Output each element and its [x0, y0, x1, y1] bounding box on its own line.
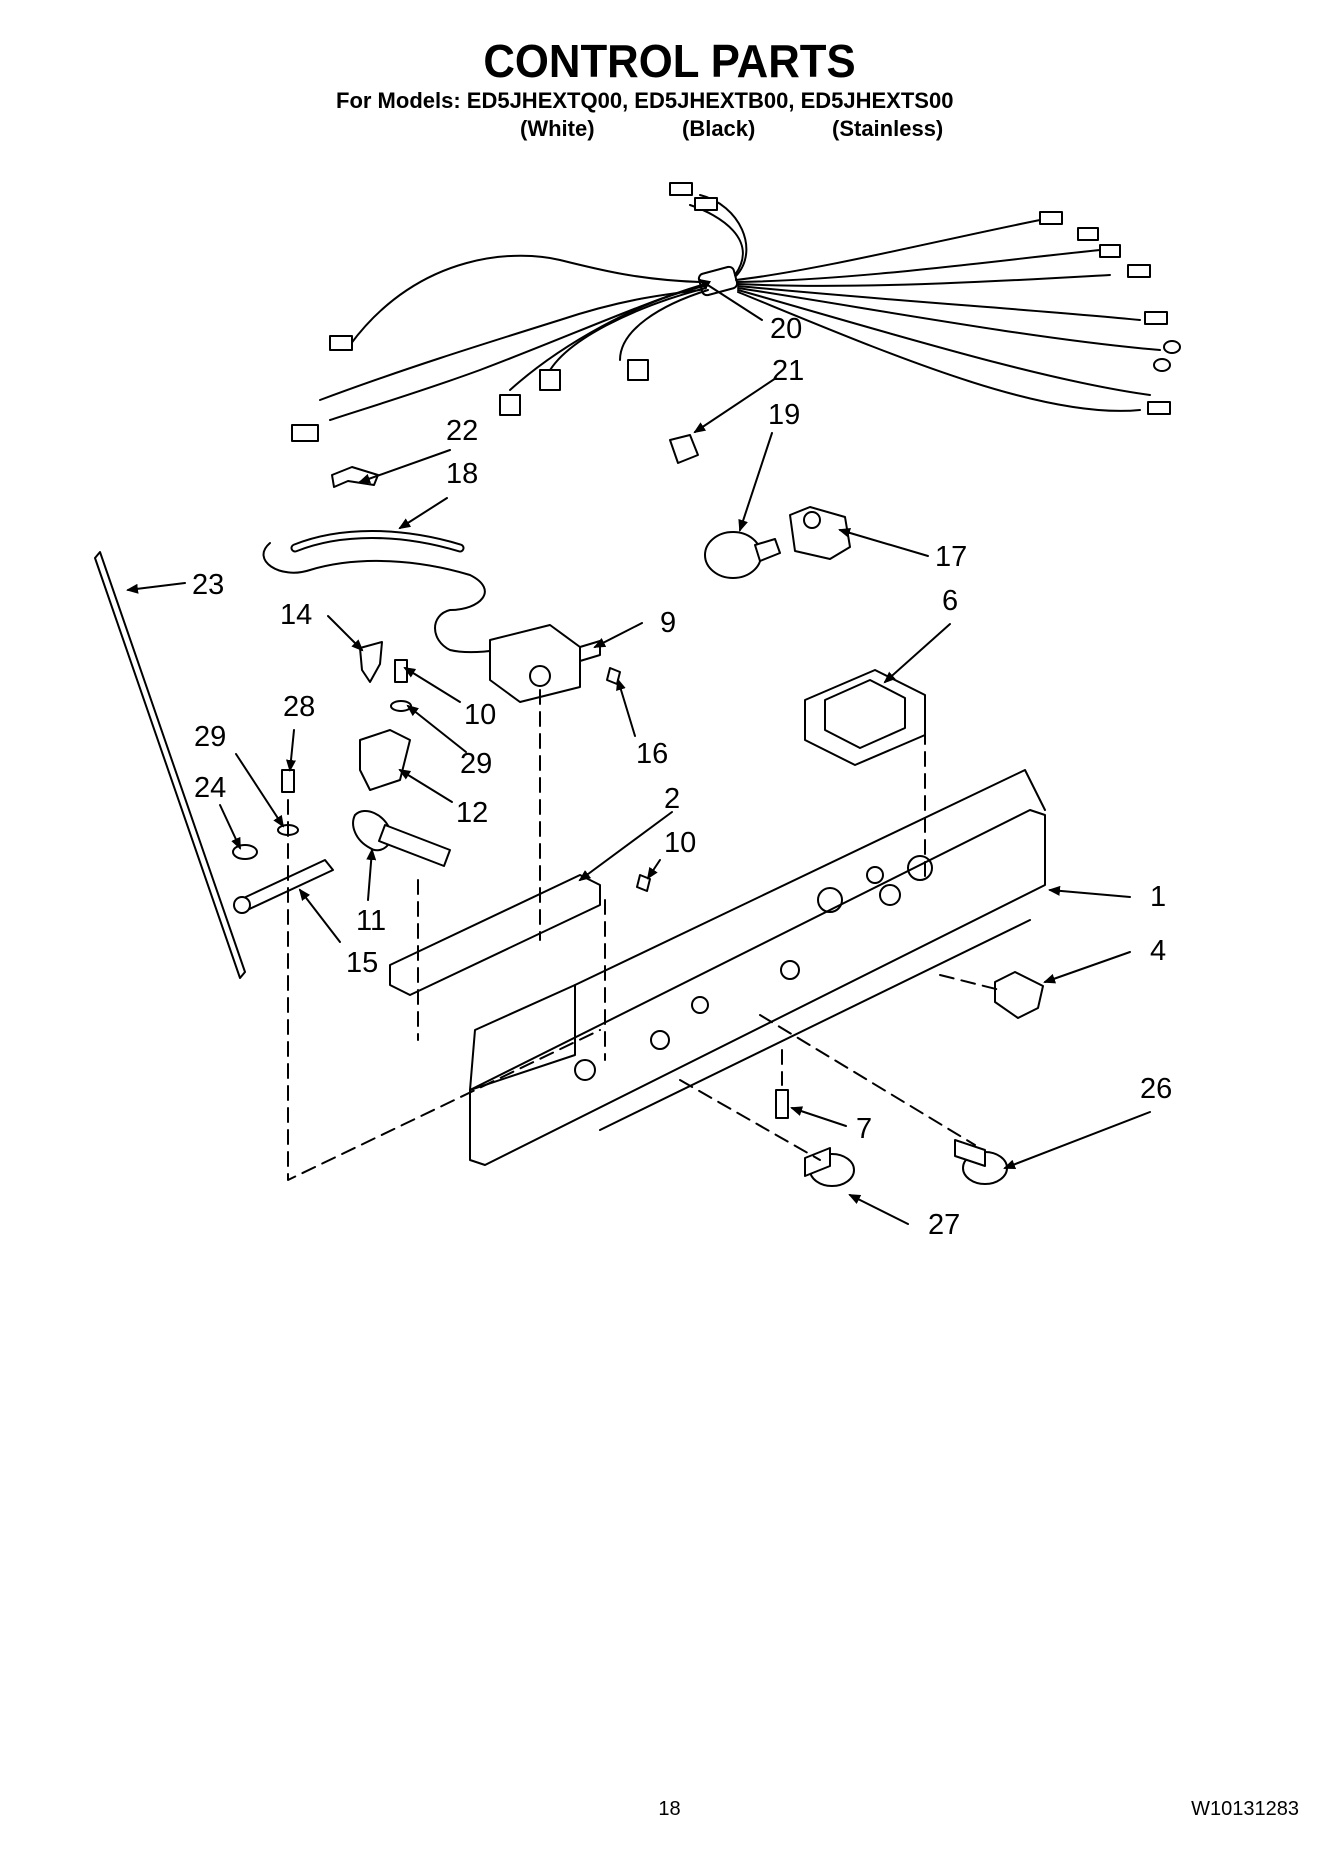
callout-10-upper: 10	[464, 699, 496, 731]
screw-10-upper	[394, 659, 408, 683]
callout-28: 28	[283, 691, 315, 723]
callout-6: 6	[942, 585, 958, 617]
callout-18: 18	[446, 458, 478, 490]
callout-27: 27	[928, 1209, 960, 1241]
models-line: For Models: ED5JHEXTQ00, ED5JHEXTB00, ED…	[336, 88, 954, 113]
clip-21	[669, 434, 699, 464]
control-shaft-11	[352, 810, 451, 867]
clip-14	[359, 641, 383, 683]
callout-14: 14	[280, 599, 312, 631]
callout-24: 24	[194, 772, 226, 804]
callout-11: 11	[356, 905, 386, 937]
light-socket-17	[789, 506, 851, 560]
callout-15: 15	[346, 947, 378, 979]
callout-9: 9	[660, 607, 676, 639]
callout-29-right: 29	[460, 748, 492, 780]
washer-24	[232, 844, 258, 860]
callout-19: 19	[768, 399, 800, 431]
screw-10-lower	[636, 874, 651, 892]
switch-4	[994, 971, 1044, 1019]
color-stainless: (Stainless)	[832, 116, 944, 141]
wire-harness	[291, 182, 1181, 442]
bracket-2	[389, 874, 601, 996]
leader-lines	[126, 278, 1151, 1225]
page-title: CONTROL PARTS	[483, 35, 856, 87]
callout-17: 17	[935, 541, 967, 573]
callout-labels: 20 21 19 22 18 23 17 14 9 6 10 28 29 16 …	[192, 313, 1172, 1241]
screw-7	[775, 1089, 789, 1119]
screw-28	[281, 769, 295, 793]
thermostat-9	[489, 624, 601, 703]
callout-7: 7	[856, 1113, 872, 1145]
capillary-tube	[262, 542, 511, 654]
document-number: W10131283	[1191, 1798, 1299, 1820]
callout-29-left: 29	[194, 721, 226, 753]
callout-26: 26	[1140, 1073, 1172, 1105]
callout-22: 22	[446, 415, 478, 447]
bracket-12	[359, 729, 411, 791]
color-white: (White)	[520, 116, 595, 141]
control-housing-1	[469, 769, 1046, 1166]
light-bulb-19	[704, 531, 781, 579]
transformer-6	[804, 669, 926, 766]
callout-2: 2	[664, 783, 680, 815]
shield-23	[94, 551, 246, 979]
button-26	[954, 1139, 1008, 1185]
callout-4: 4	[1150, 935, 1166, 967]
button-27	[804, 1147, 855, 1187]
callout-20: 20	[770, 313, 802, 345]
callout-16: 16	[636, 738, 668, 770]
callout-1: 1	[1150, 881, 1166, 913]
page-number: 18	[658, 1798, 681, 1820]
callout-21: 21	[772, 355, 804, 387]
callout-12: 12	[456, 797, 488, 829]
callout-23: 23	[192, 569, 224, 601]
assembly-lines	[287, 689, 1001, 1181]
color-black: (Black)	[682, 116, 756, 141]
callout-10-lower: 10	[664, 827, 696, 859]
